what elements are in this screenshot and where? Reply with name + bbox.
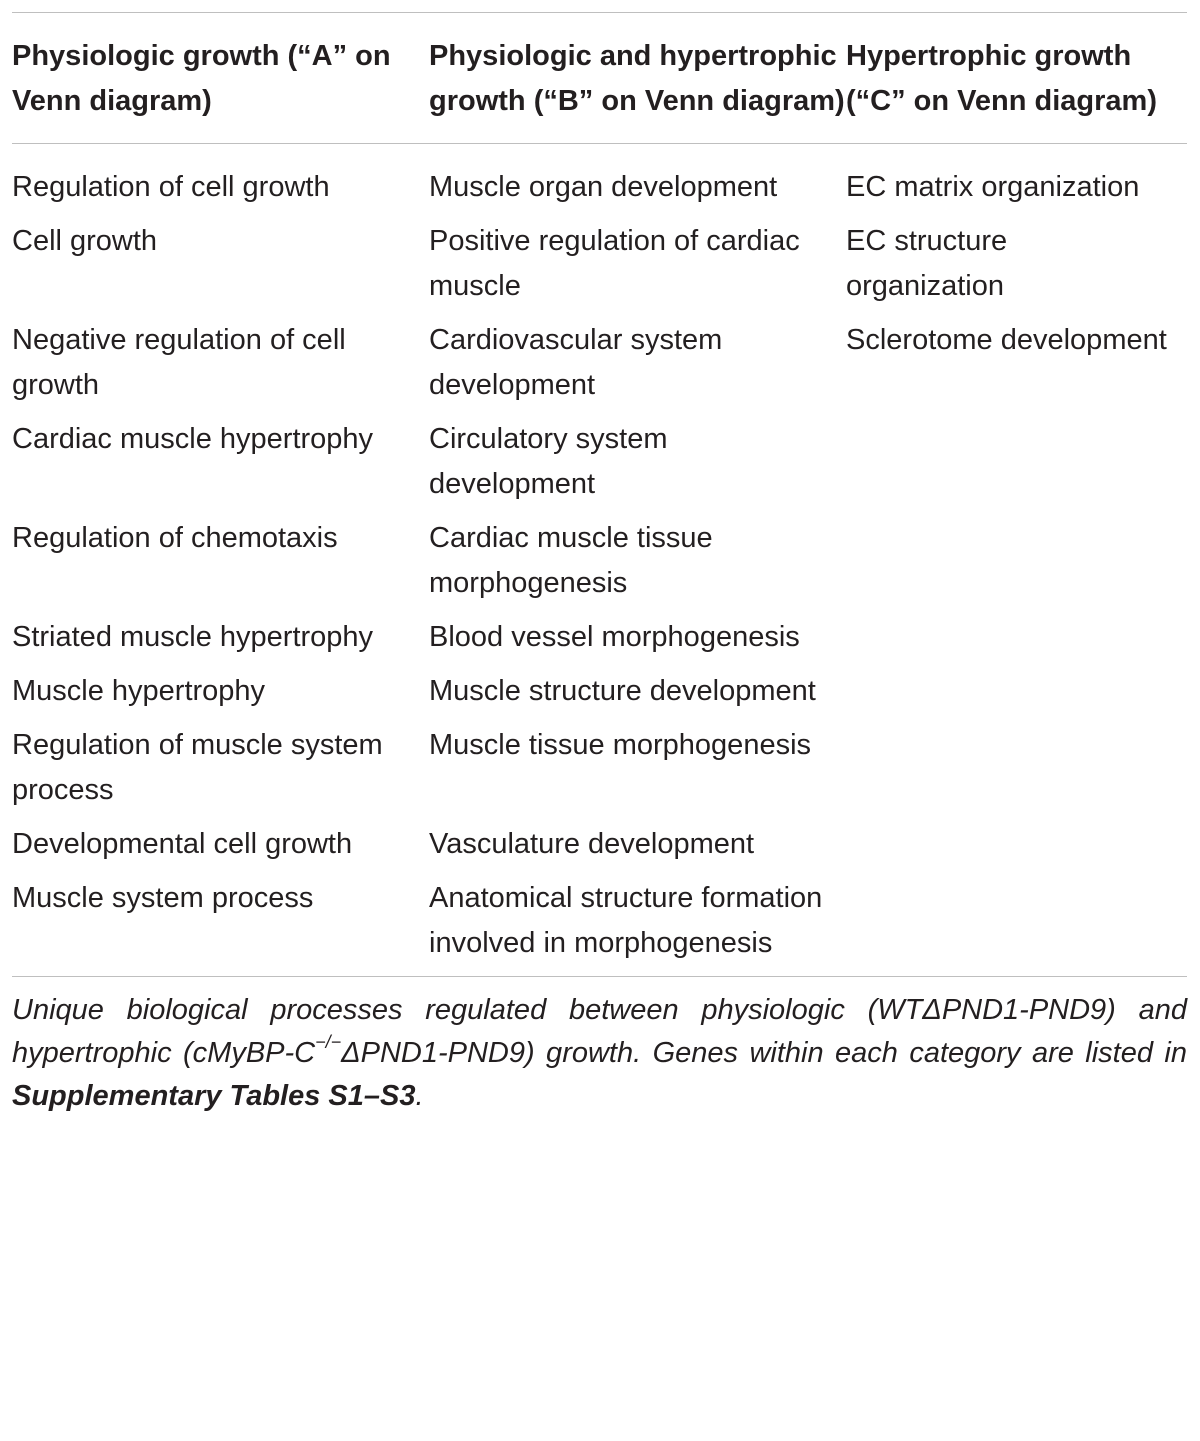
table-cell: EC structure organization: [846, 225, 1008, 302]
table-cell: Muscle hypertrophy: [12, 675, 266, 707]
table-row: Negative regulation of cell growth Cardio…: [12, 318, 1187, 417]
table-cell: [846, 876, 1187, 976]
table-cell: Regulation of muscle system process: [12, 729, 383, 806]
table-cell: Muscle structure development: [429, 675, 816, 707]
table-cell: Blood vessel morphogenesis: [429, 621, 800, 653]
table-cell: Positive regulation of cardiac muscle: [429, 225, 800, 302]
table-row: Developmental cell growth Vasculature dev…: [12, 822, 1187, 876]
table-cell: [846, 822, 1187, 876]
table-header: Physiologic growth (“A” on Venn diagram)…: [12, 13, 1187, 144]
table-cell: EC matrix organization: [846, 171, 1140, 203]
caption-text-2: PND1-PND9) and hypertrophic (cMyBP-C: [12, 994, 1187, 1069]
caption-delta-1: Δ: [922, 994, 942, 1026]
caption-text-1: Unique biological processes regulated be…: [12, 994, 923, 1026]
top-rule: [12, 12, 1187, 13]
table-cell: [846, 417, 1187, 516]
caption-superscript: −/−: [315, 1032, 342, 1053]
header-physiologic: Physiologic growth (“A” on Venn diagram): [12, 13, 429, 144]
table-cell: Cardiac muscle hypertrophy: [12, 423, 374, 455]
table-cell: Striated muscle hypertrophy: [12, 621, 374, 653]
table-cell: Anatomical structure formation involved …: [429, 882, 823, 959]
table-row: Regulation of cell growth Muscle organ de…: [12, 144, 1187, 220]
table-row: Regulation of chemotaxis Cardiac muscle t…: [12, 516, 1187, 615]
table-cell: Cardiac muscle tissue morphogenesis: [429, 522, 713, 599]
caption-text-3: PND1-PND9) growth. Genes within each cat…: [360, 1037, 1187, 1069]
table-cell: Vasculature development: [429, 828, 755, 860]
caption-end: .: [415, 1080, 424, 1112]
table-cell: [846, 615, 1187, 669]
table-cell: Cell growth: [12, 225, 158, 257]
table-cell: Cardiovascular system development: [429, 324, 723, 401]
table-cell: Regulation of chemotaxis: [12, 522, 338, 554]
header-row: Physiologic growth (“A” on Venn diagram)…: [12, 13, 1187, 144]
table-cell: Muscle tissue morphogenesis: [429, 729, 812, 761]
header-hypertrophic: Hypertrophic growth (“C” on Venn diagram…: [846, 13, 1187, 144]
table-cell: Muscle organ development: [429, 171, 778, 203]
table-cell: [846, 669, 1187, 723]
table-cell: Negative regulation of cell growth: [12, 324, 346, 401]
table-row: Cell growth Positive regulation of cardia…: [12, 219, 1187, 318]
table-cell: [846, 516, 1187, 615]
table-row: Striated muscle hypertrophy Blood vessel …: [12, 615, 1187, 669]
table-cell: Circulatory system development: [429, 423, 668, 500]
table-cell: Developmental cell growth: [12, 828, 353, 860]
table-container: Physiologic growth (“A” on Venn diagram)…: [12, 12, 1187, 1118]
table-caption: Unique biological processes regulated be…: [12, 976, 1187, 1118]
table-row: Muscle system process Anatomical structur…: [12, 876, 1187, 976]
table-body: Regulation of cell growth Muscle organ de…: [12, 144, 1187, 977]
caption-supplementary-link: Supplementary Tables S1–S3: [12, 1080, 416, 1112]
table-row: Muscle hypertrophy Muscle structure devel…: [12, 669, 1187, 723]
header-physiologic-and-hypertrophic: Physiologic and hypertrophic growth (“B”…: [429, 13, 846, 144]
table-cell: Regulation of cell growth: [12, 171, 330, 203]
table-cell: Sclerotome development: [846, 324, 1167, 356]
table-cell: Muscle system process: [12, 882, 314, 914]
caption-delta-2: Δ: [341, 1037, 361, 1069]
processes-table: Physiologic growth (“A” on Venn diagram)…: [12, 13, 1187, 976]
table-row: Regulation of muscle system process Muscl…: [12, 723, 1187, 822]
table-row: Cardiac muscle hypertrophy Circulatory sy…: [12, 417, 1187, 516]
table-cell: [846, 723, 1187, 822]
